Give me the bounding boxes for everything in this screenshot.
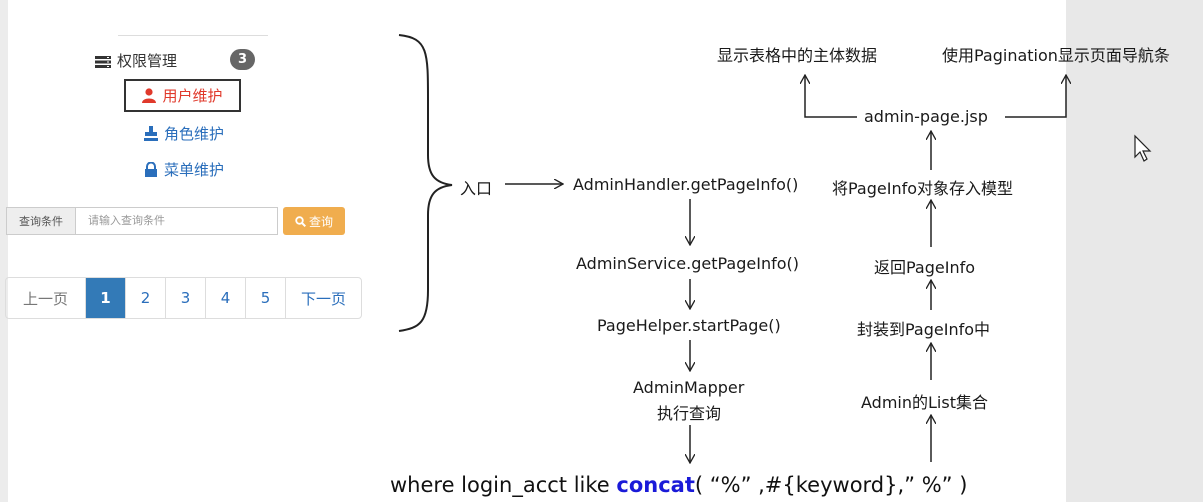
- node-mapper-line1: AdminMapper: [633, 378, 745, 397]
- node-return: 返回PageInfo: [874, 258, 976, 277]
- node-jsp: admin-page.jsp: [864, 107, 988, 126]
- curly-brace: [398, 34, 453, 332]
- menu-separator: [118, 35, 268, 36]
- page-1[interactable]: 1: [86, 278, 126, 318]
- search-button[interactable]: 查询: [283, 207, 345, 235]
- node-list-result: Admin的List集合: [861, 393, 988, 412]
- node-store: 将PageInfo对象存入模型: [832, 179, 1014, 198]
- search-input[interactable]: 请输入查询条件: [76, 207, 278, 235]
- page-3[interactable]: 3: [166, 278, 206, 318]
- node-mapper-line2: 执行查询: [657, 404, 722, 423]
- pagination: 上一页 1 2 3 4 5 下一页: [5, 277, 362, 319]
- page-next[interactable]: 下一页: [300, 289, 346, 308]
- menu-group-label: 权限管理: [117, 51, 178, 70]
- sql-prefix: where login_acct like: [390, 473, 617, 497]
- menu-item-role[interactable]: 角色维护: [144, 122, 224, 144]
- page-5[interactable]: 5: [246, 278, 286, 318]
- user-icon: [142, 88, 157, 103]
- node-page-helper: PageHelper.startPage(): [597, 316, 781, 335]
- arrow-jsp-table: [805, 75, 857, 118]
- menu-count-badge: 3: [230, 49, 255, 70]
- page-4[interactable]: 4: [206, 278, 246, 318]
- sql-where-clause: where login_acct like concat( “%” ,#{key…: [390, 473, 967, 497]
- mouse-cursor-icon: [1134, 134, 1152, 162]
- search-button-label: 查询: [308, 214, 333, 229]
- menu-item-label: 角色维护: [164, 124, 225, 143]
- page-prev[interactable]: 上一页: [6, 278, 86, 318]
- right-gray-panel: [1066, 0, 1203, 502]
- sql-func: concat: [616, 473, 695, 497]
- arrow-jsp-nav: [1005, 75, 1066, 118]
- lock-icon: [145, 161, 157, 177]
- node-wrap: 封装到PageInfo中: [857, 320, 991, 339]
- search-condition-label: 查询条件: [6, 207, 76, 235]
- menu-item-label: 用户维护: [162, 87, 223, 105]
- server-icon: [95, 54, 111, 68]
- node-entry: 入口: [460, 179, 493, 198]
- sql-args: ( “%” ,#{keyword},” %” ): [694, 473, 968, 497]
- menu-item-menu[interactable]: 菜单维护: [144, 158, 224, 180]
- menu-group-permission[interactable]: 权限管理: [95, 48, 177, 72]
- role-icon: [144, 125, 158, 141]
- menu-item-user[interactable]: 用户维护: [124, 79, 241, 112]
- node-service: AdminService.getPageInfo(): [576, 254, 799, 273]
- node-show-nav: 使用Pagination显示页面导航条: [942, 46, 1170, 65]
- node-handler: AdminHandler.getPageInfo(): [573, 175, 799, 194]
- menu-item-label: 菜单维护: [164, 160, 225, 179]
- node-show-table: 显示表格中的主体数据: [717, 46, 878, 65]
- left-edge-panel: [0, 0, 8, 502]
- search-icon: [295, 215, 306, 227]
- page-2[interactable]: 2: [126, 278, 166, 318]
